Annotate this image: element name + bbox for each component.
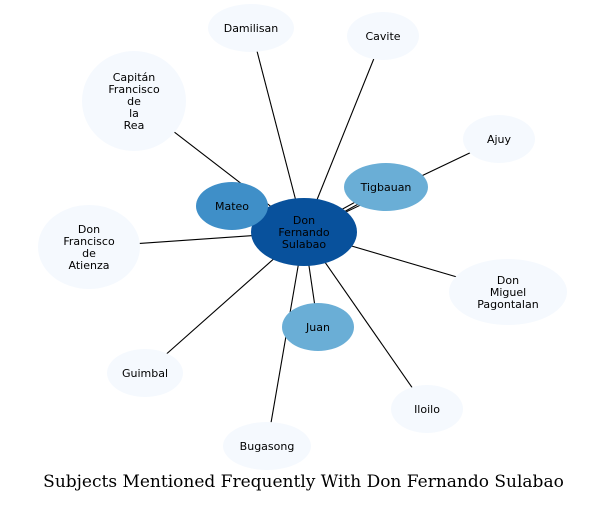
node-iloilo-circle <box>391 385 463 433</box>
node-tigbauan-label-line: Tigbauan <box>360 181 412 194</box>
node-bugasong-label: Bugasong <box>240 440 295 453</box>
node-capitan-label-line: Capitán <box>113 71 156 84</box>
node-bugasong-label-line: Bugasong <box>240 440 295 453</box>
node-bugasong-circle <box>223 422 311 470</box>
node-ajuy-label: Ajuy <box>487 133 512 146</box>
node-mateo[interactable]: Mateo <box>196 182 268 230</box>
node-tigbauan-circle <box>344 163 428 211</box>
node-capitan-label-line: de <box>127 95 141 108</box>
node-pagontalan-label-line: Pagontalan <box>477 298 538 311</box>
node-ajuy[interactable]: Ajuy <box>463 115 535 163</box>
node-iloilo[interactable]: Iloilo <box>391 385 463 433</box>
node-guimbal-label: Guimbal <box>122 367 168 380</box>
node-capitan-label-line: Rea <box>124 119 145 132</box>
node-capitan-label-line: Francisco <box>108 83 160 96</box>
node-ajuy-label-line: Ajuy <box>487 133 512 146</box>
node-atienza-label-line: Atienza <box>69 259 110 272</box>
node-tigbauan-label: Tigbauan <box>360 181 412 194</box>
node-iloilo-label-line: Iloilo <box>414 403 440 416</box>
node-fernando-label-line: Don <box>293 214 315 227</box>
node-pagontalan-label-line: Miguel <box>490 286 526 299</box>
node-cavite-label-line: Cavite <box>365 30 400 43</box>
node-capitan-circle <box>82 51 186 151</box>
node-pagontalan-label-line: Don <box>497 274 519 287</box>
node-atienza-circle <box>38 205 140 289</box>
diagram-caption: Subjects Mentioned Frequently With Don F… <box>43 472 564 492</box>
node-cavite-circle <box>347 12 419 60</box>
node-tigbauan[interactable]: Tigbauan <box>344 163 428 211</box>
node-mateo-label: Mateo <box>215 200 249 213</box>
node-damilisan-label: Damilisan <box>224 22 279 35</box>
node-juan-label: Juan <box>305 321 330 334</box>
node-fernando-label-line: Fernando <box>278 226 329 239</box>
node-mateo-label-line: Mateo <box>215 200 249 213</box>
node-cavite-label: Cavite <box>365 30 400 43</box>
node-damilisan-circle <box>208 4 294 52</box>
node-fernando-label-line: Sulabao <box>282 238 326 251</box>
node-ajuy-circle <box>463 115 535 163</box>
node-guimbal-label-line: Guimbal <box>122 367 168 380</box>
node-cavite[interactable]: Cavite <box>347 12 419 60</box>
edge-fernando-bugasong <box>266 231 305 447</box>
node-juan-circle <box>282 303 354 351</box>
node-bugasong[interactable]: Bugasong <box>223 422 311 470</box>
node-mateo-circle <box>196 182 268 230</box>
node-atienza-label-line: de <box>82 247 96 260</box>
node-guimbal-circle <box>107 349 183 397</box>
node-fernando-circle <box>251 198 357 266</box>
node-damilisan-label-line: Damilisan <box>224 22 279 35</box>
node-juan[interactable]: Juan <box>282 303 354 351</box>
node-juan-label-line: Juan <box>305 321 330 334</box>
node-atienza-label-line: Don <box>78 223 100 236</box>
edge-fernando-damilisan <box>250 27 305 233</box>
node-atienza-label-line: Francisco <box>63 235 115 248</box>
node-iloilo-label: Iloilo <box>414 403 440 416</box>
node-capitan-label-line: la <box>129 107 139 120</box>
node-pagontalan-circle <box>449 259 567 325</box>
node-damilisan[interactable]: Damilisan <box>208 4 294 52</box>
node-guimbal[interactable]: Guimbal <box>107 349 183 397</box>
